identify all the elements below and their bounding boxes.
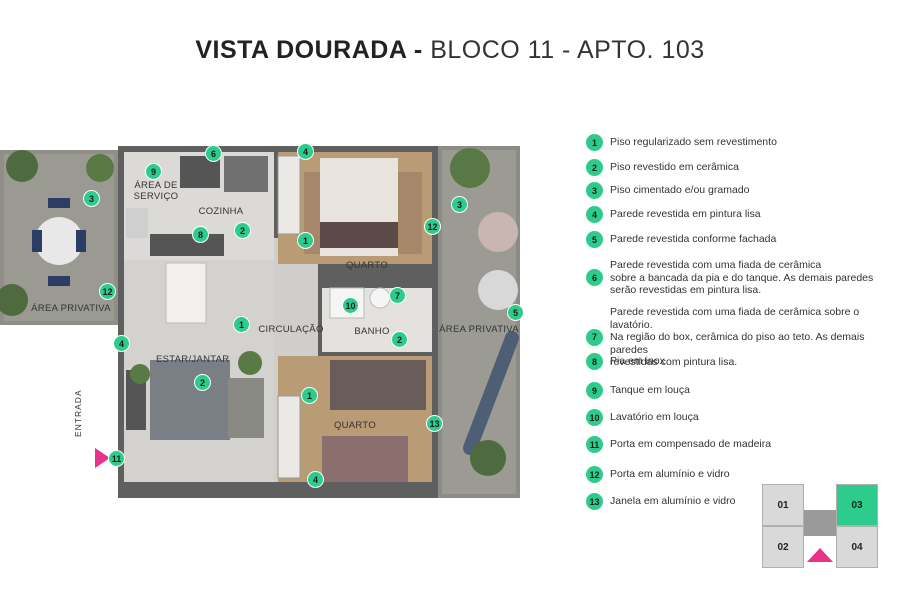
plan-marker-2: 2 <box>194 374 211 391</box>
plan-marker-11: 11 <box>108 450 125 467</box>
legend-text: Janela em alumínio e vidro <box>610 495 736 508</box>
legend-text: Piso cimentado e/ou gramado <box>610 184 750 197</box>
legend-marker: 2 <box>586 159 603 176</box>
legend-marker: 8 <box>586 353 603 370</box>
plan-marker-2: 2 <box>391 331 408 348</box>
room-label-quarto-bottom: QUARTO <box>333 420 377 431</box>
location-arrow-icon <box>807 548 833 562</box>
legend-item: 11 Porta em compensado de madeira <box>586 436 900 453</box>
legend-marker: 10 <box>586 409 603 426</box>
plan-marker-12: 12 <box>99 283 116 300</box>
legend-marker: 6 <box>586 269 603 287</box>
legend-text: Piso revestido em cerâmica <box>610 161 739 174</box>
floor-plan: ÁREA DE SERVIÇO COZINHA ÁREA PRIVATIVA C… <box>0 138 530 498</box>
plan-marker-1: 1 <box>233 316 250 333</box>
room-label-area-privativa-left: ÁREA PRIVATIVA <box>31 303 111 314</box>
legend-marker: 3 <box>586 182 603 199</box>
legend-item: 4 Parede revestida em pintura lisa <box>586 206 900 223</box>
legend-text: Pia em inox <box>610 355 665 368</box>
unit-02: 02 <box>762 526 804 568</box>
title-light: BLOCO 11 - APTO. 103 <box>430 36 705 64</box>
entrance-arrow-icon <box>95 448 110 468</box>
plan-marker-4: 4 <box>297 143 314 160</box>
legend-marker: 7 <box>586 328 603 346</box>
plan-marker-13: 13 <box>426 415 443 432</box>
legend-marker: 4 <box>586 206 603 223</box>
plan-marker-10: 10 <box>342 297 359 314</box>
plan-marker-2: 2 <box>234 222 251 239</box>
plan-marker-3: 3 <box>451 196 468 213</box>
legend-item: 8 Pia em inox <box>586 353 900 370</box>
legend-text: Parede revestida conforme fachada <box>610 233 777 246</box>
legend-marker: 9 <box>586 382 603 399</box>
room-label-area-servico: ÁREA DE SERVIÇO <box>133 180 179 202</box>
floor-plan-drawing <box>0 146 520 498</box>
plan-marker-9: 9 <box>145 163 162 180</box>
room-label-circulacao: CIRCULAÇÃO <box>258 324 324 335</box>
legend-item: 10 Lavatório em louça <box>586 409 900 426</box>
legend-item: 5 Parede revestida conforme fachada <box>586 231 900 248</box>
legend-text: Parede revestida em pintura lisa <box>610 208 761 221</box>
title-bold: VISTA DOURADA - <box>195 36 423 64</box>
plan-marker-7: 7 <box>389 287 406 304</box>
legend-marker: 13 <box>586 493 603 510</box>
legend-item: 13 Janela em alumínio e vidro <box>586 493 900 510</box>
legend-item: 6 Parede revestida com uma fiada de cerâm… <box>586 259 900 297</box>
room-label-area-privativa-right: ÁREA PRIVATIVA <box>439 324 519 335</box>
legend-item: 1 Piso regularizado sem revestimento <box>586 134 900 151</box>
plan-marker-3: 3 <box>83 190 100 207</box>
legend-text: Lavatório em louça <box>610 411 699 424</box>
plan-marker-4: 4 <box>307 471 324 488</box>
legend-item: 7 Parede revestida com uma fiada de cerâm… <box>586 306 900 369</box>
page-title: VISTA DOURADA - BLOCO 11 - APTO. 103 <box>0 36 900 65</box>
room-label-quarto-top: QUARTO <box>345 260 389 271</box>
plan-marker-12: 12 <box>424 218 441 235</box>
room-label-estar-jantar: ESTAR/JANTAR <box>156 354 230 365</box>
legend-text: Parede revestida com uma fiada de cerâmi… <box>610 259 874 296</box>
legend-item: 9 Tanque em louça <box>586 382 900 399</box>
room-label-banho: BANHO <box>354 326 390 337</box>
legend-item: 12 Porta em alumínio e vidro <box>586 466 900 483</box>
plan-marker-6: 6 <box>205 145 222 162</box>
plan-marker-1: 1 <box>297 232 314 249</box>
plan-marker-5: 5 <box>507 304 524 321</box>
legend-text: Parede revestida com uma fiada de cerâmi… <box>610 306 865 368</box>
unit-04: 04 <box>836 526 878 568</box>
legend-marker: 12 <box>586 466 603 483</box>
block-core <box>804 510 836 536</box>
unit-03: 03 <box>836 484 878 526</box>
legend-text: Tanque em louça <box>610 384 690 397</box>
entrance-label: ENTRADA <box>73 389 83 437</box>
legend-item: 2 Piso revestido em cerâmica <box>586 159 900 176</box>
unit-01: 01 <box>762 484 804 526</box>
plan-marker-8: 8 <box>192 226 209 243</box>
legend-text: Piso regularizado sem revestimento <box>610 136 777 149</box>
plan-marker-4: 4 <box>113 335 130 352</box>
plan-marker-1: 1 <box>301 387 318 404</box>
legend-item: 3 Piso cimentado e/ou gramado <box>586 182 900 199</box>
legend-marker: 1 <box>586 134 603 151</box>
legend-marker: 11 <box>586 436 603 453</box>
block-key: 01 03 02 04 <box>762 484 878 568</box>
room-label-cozinha: COZINHA <box>198 206 244 217</box>
legend-text: Porta em alumínio e vidro <box>610 468 730 481</box>
legend-text: Porta em compensado de madeira <box>610 438 772 451</box>
legend-marker: 5 <box>586 231 603 248</box>
